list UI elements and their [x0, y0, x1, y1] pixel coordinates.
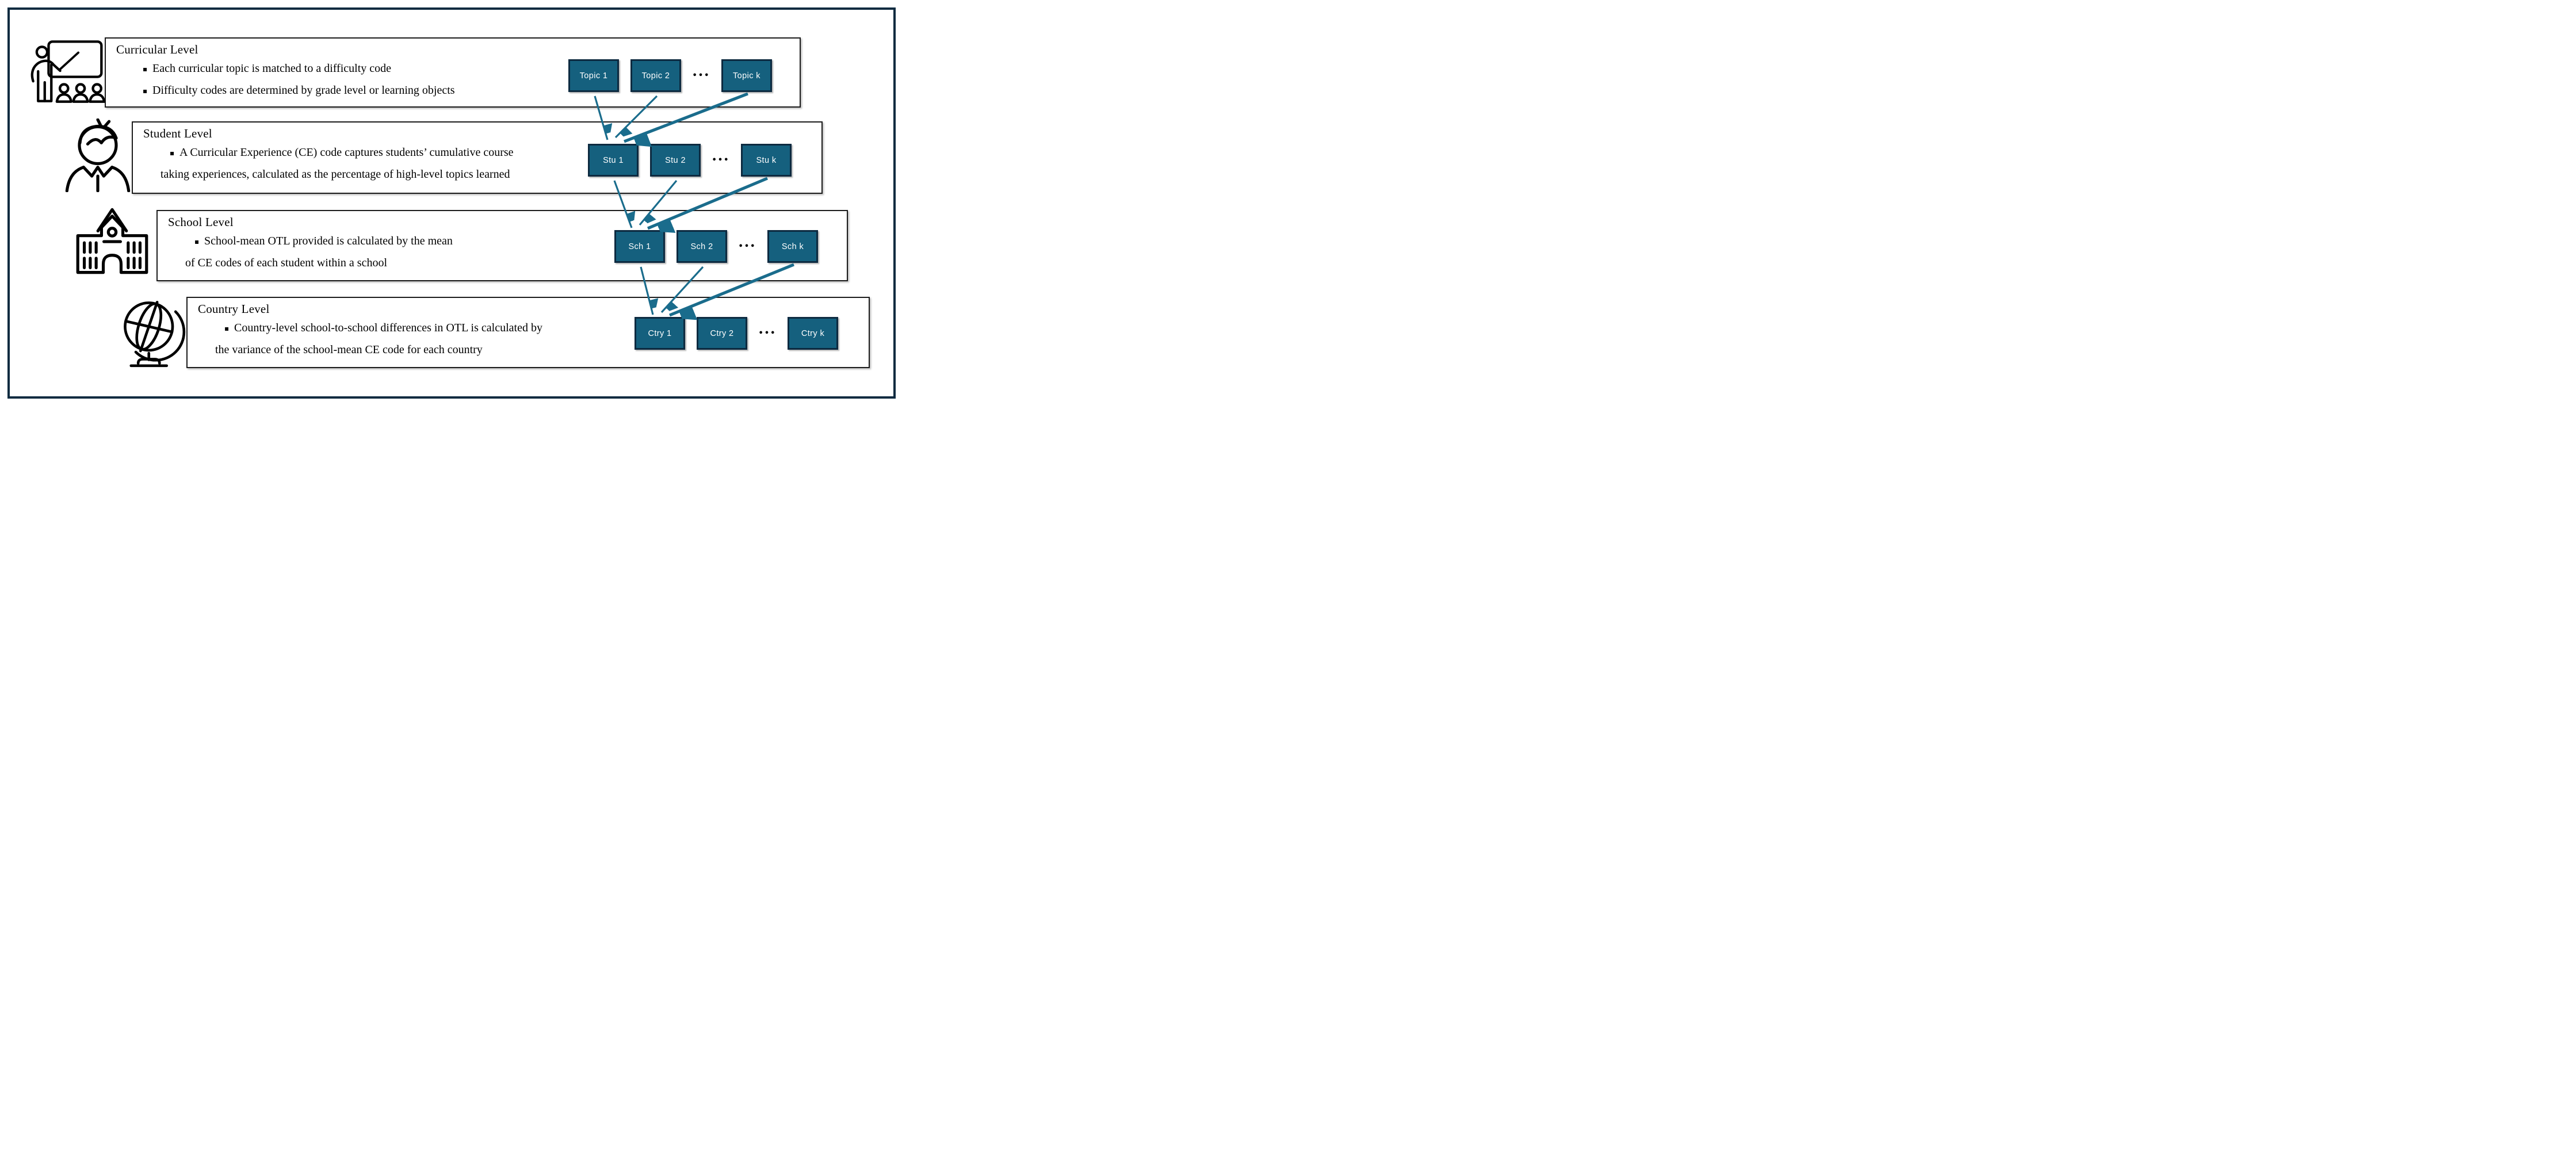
- node-stu-2: Stu 2: [650, 144, 701, 177]
- node-sch-2: Sch 2: [677, 230, 727, 263]
- ellipsis-dots: •••: [758, 329, 777, 338]
- node-stu-k: Stu k: [741, 144, 792, 177]
- bullet-line: ▪ Country-level school-to-school differen…: [198, 318, 869, 339]
- bullet-text: A Curricular Experience (CE) code captur…: [179, 146, 514, 159]
- bullet-line: ▪ A Curricular Experience (CE) code captu…: [143, 142, 821, 164]
- node-stu-1: Stu 1: [588, 144, 639, 177]
- node-ctry-k: Ctry k: [788, 317, 838, 350]
- outer-frame: [7, 7, 896, 399]
- ellipsis-dots: •••: [738, 242, 756, 251]
- node-sch-k: Sch k: [767, 230, 818, 263]
- level-title-student: Student Level: [143, 127, 212, 140]
- level-title-country: Country Level: [198, 302, 270, 316]
- ellipsis-dots: •••: [692, 71, 710, 80]
- diagram-canvas: Curricular Level ▪ Each curricular topic …: [0, 0, 902, 405]
- node-row-schools: Sch 1 Sch 2 ••• Sch k: [614, 230, 818, 263]
- ellipsis-dots: •••: [712, 156, 730, 165]
- level-title-curricular: Curricular Level: [116, 43, 198, 56]
- bullet-text: Each curricular topic is matched to a di…: [152, 62, 392, 75]
- bullet-continuation-line: taking experiences, calculated as the pe…: [160, 168, 510, 181]
- node-ctry-1: Ctry 1: [635, 317, 685, 350]
- node-topic-k: Topic k: [721, 59, 772, 92]
- teacher-presenting-icon: [29, 38, 106, 106]
- node-topic-2: Topic 2: [630, 59, 681, 92]
- bullet-line: ▪ School-mean OTL provided is calculated …: [168, 231, 847, 253]
- node-topic-1: Topic 1: [568, 59, 619, 92]
- bullet-continuation-line: of CE codes of each student within a sch…: [185, 257, 388, 269]
- bullet-text: Country-level school-to-school differenc…: [234, 322, 542, 334]
- bullet-text: School-mean OTL provided is calculated b…: [204, 235, 453, 247]
- bullet-marker: ▪: [170, 149, 175, 157]
- node-ctry-2: Ctry 2: [697, 317, 747, 350]
- bullet-marker: ▪: [194, 238, 200, 246]
- bullet-marker: ▪: [224, 324, 230, 332]
- bullet-marker: ▪: [143, 87, 148, 95]
- bullet-marker: ▪: [143, 65, 148, 73]
- bullet-line: ▪ Difficulty codes are determined by grad…: [116, 80, 800, 102]
- bullet-continuation-line: the variance of the school-mean CE code …: [215, 343, 483, 356]
- node-row-topics: Topic 1 Topic 2 ••• Topic k: [568, 59, 772, 92]
- level-title-school: School Level: [168, 215, 234, 229]
- bullet-text: Difficulty codes are determined by grade…: [152, 84, 455, 97]
- globe-icon: [118, 296, 189, 369]
- node-sch-1: Sch 1: [614, 230, 665, 263]
- student-icon: [64, 118, 131, 192]
- bullet-line: ▪ Each curricular topic is matched to a d…: [116, 58, 800, 80]
- node-row-countries: Ctry 1 Ctry 2 ••• Ctry k: [635, 317, 838, 350]
- node-row-students: Stu 1 Stu 2 ••• Stu k: [588, 144, 792, 177]
- school-building-icon: [74, 205, 151, 277]
